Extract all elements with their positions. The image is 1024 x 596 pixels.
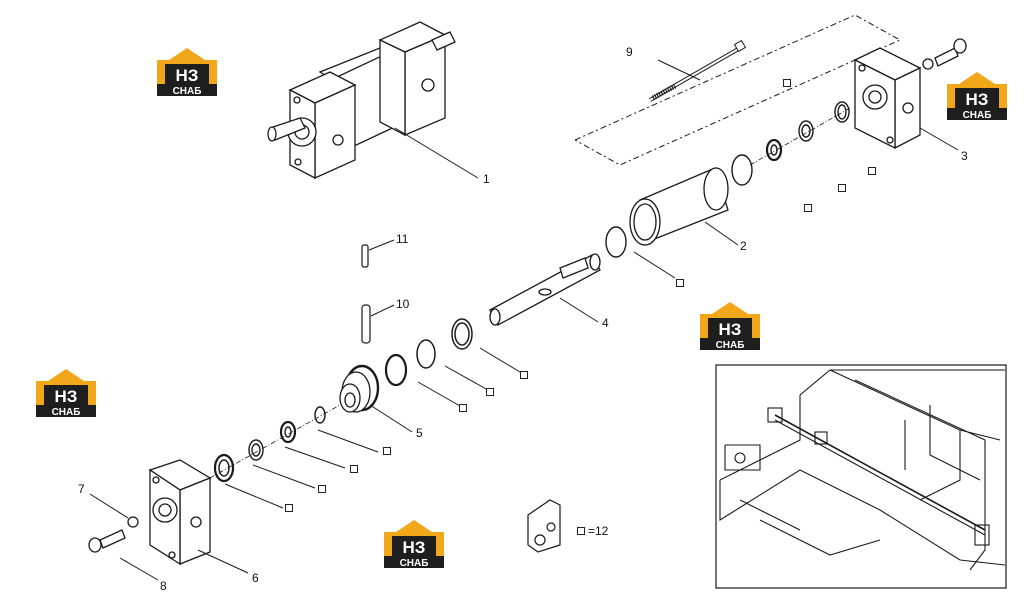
rear-cap bbox=[853, 38, 967, 150]
svg-text:НЗ: НЗ bbox=[966, 90, 989, 109]
assembled-cylinder bbox=[267, 21, 456, 180]
label-1: 1 bbox=[483, 172, 490, 186]
svg-text:СНАБ: СНАБ bbox=[400, 558, 429, 569]
middle-seals bbox=[384, 318, 473, 387]
part-labels: 1 2 3 4 5 6 7 8 9 10 11 =12 bbox=[78, 45, 968, 593]
watermark-logo: НЗ СНАБ НЗ СНАБ НЗ СНАБ НЗ СНАБ НЗ СНАБ bbox=[36, 48, 1007, 569]
label-10: 10 bbox=[396, 297, 410, 311]
label-5: 5 bbox=[416, 426, 423, 440]
front-seals bbox=[213, 406, 326, 483]
pins bbox=[361, 244, 371, 344]
label-2: 2 bbox=[740, 239, 747, 253]
svg-text:НЗ: НЗ bbox=[55, 387, 78, 406]
svg-text:НЗ: НЗ bbox=[176, 66, 199, 85]
front-cap bbox=[88, 459, 212, 566]
svg-text:НЗ: НЗ bbox=[403, 538, 426, 557]
svg-text:СНАБ: СНАБ bbox=[963, 110, 992, 121]
piston bbox=[339, 364, 380, 413]
kit-legend: =12 bbox=[588, 524, 609, 538]
label-9: 9 bbox=[626, 45, 633, 59]
svg-text:СНАБ: СНАБ bbox=[52, 407, 81, 418]
location-inset bbox=[715, 364, 1007, 589]
rear-seals bbox=[731, 101, 850, 186]
label-3: 3 bbox=[961, 149, 968, 163]
label-7: 7 bbox=[78, 482, 85, 496]
label-11: 11 bbox=[396, 232, 409, 246]
svg-text:СНАБ: СНАБ bbox=[716, 340, 745, 351]
label-4: 4 bbox=[602, 316, 609, 330]
label-8: 8 bbox=[160, 579, 167, 591]
svg-text:НЗ: НЗ bbox=[719, 320, 742, 339]
svg-text:СНАБ: СНАБ bbox=[173, 86, 202, 97]
label-6: 6 bbox=[252, 571, 259, 585]
seal-kit-card bbox=[527, 499, 586, 553]
piston-rod bbox=[489, 253, 601, 326]
barrel bbox=[629, 167, 729, 246]
tie-rod bbox=[648, 39, 747, 102]
